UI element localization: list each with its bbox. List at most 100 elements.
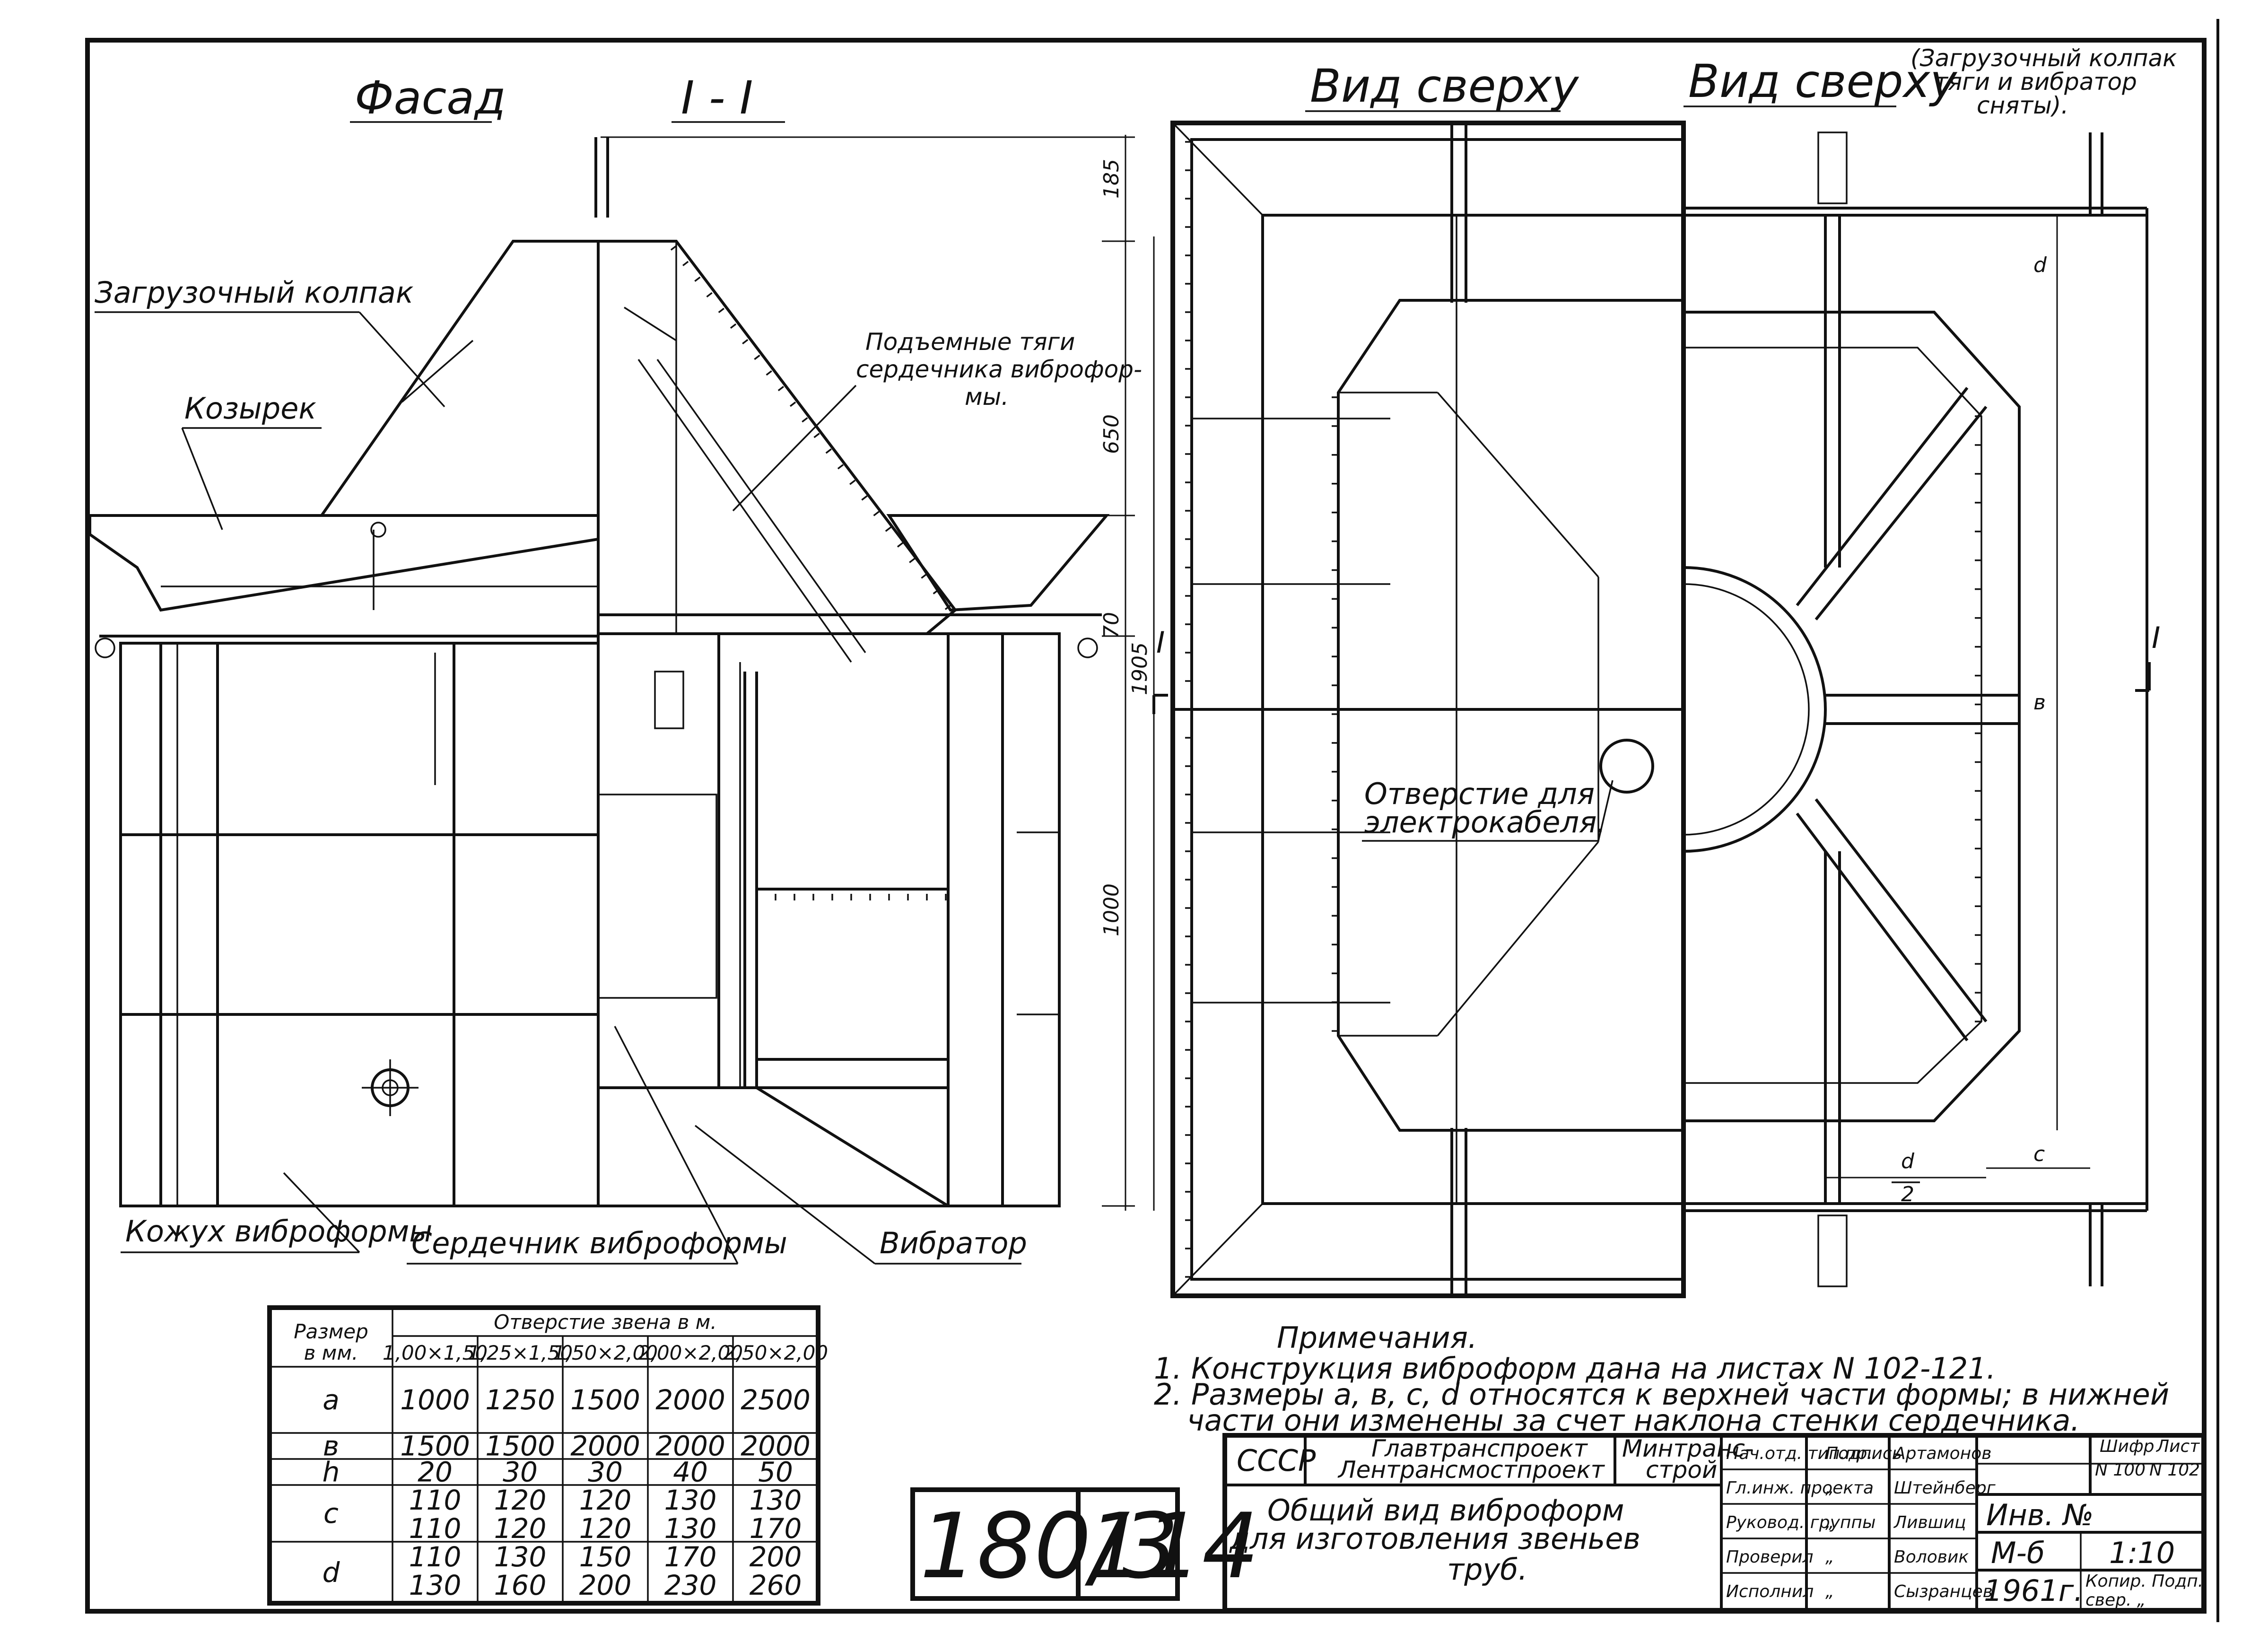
table-cell: 160 (494, 1569, 547, 1601)
table-column-header: 1,50×2,00 (553, 1341, 658, 1364)
table-cell: 2500 (741, 1384, 811, 1416)
weld-tick (944, 604, 951, 610)
notes: Примечания. 1. Конструкция виброформ дан… (1154, 1320, 2169, 1438)
weld-tick (718, 307, 724, 314)
table-cell: 20 (418, 1456, 453, 1488)
weld-tick (825, 448, 832, 454)
tb-org2: Лентрансмостпроект (1337, 1456, 1605, 1484)
weld-tick (885, 526, 891, 532)
callout-loading-cap: Загрузочный колпак (95, 275, 414, 310)
dim-70: 70 (1099, 612, 1124, 638)
dim-1000: 1000 (1099, 883, 1124, 936)
table-cell: 30 (503, 1456, 538, 1488)
tb-role: Нач.отд. тип.пр. (1726, 1444, 1873, 1463)
table-cell: 230 (664, 1569, 717, 1601)
weld-tick (742, 339, 749, 345)
section-core (597, 632, 950, 1207)
callout-lift-rods-3: мы. (965, 383, 1009, 410)
callout-lift-rods-2: сердечника виброфор- (856, 356, 1142, 383)
top-view-2-note-3: сняты). (1977, 92, 2068, 119)
callout-cable-hole-1: Отверстие для (1364, 777, 1595, 811)
notes-line-1: 1. Конструкция виброформ дана на листах … (1154, 1351, 1996, 1386)
tb-scale-value: 1:10 (2109, 1536, 2175, 1570)
weld-tick (670, 245, 677, 251)
facade-visor (88, 514, 600, 612)
facade-title: Фасад (355, 71, 506, 124)
stamp-number: 180/3 (920, 1494, 1179, 1598)
stamp-sheet: 114 (1088, 1494, 1259, 1598)
table-cell: 110 (409, 1484, 462, 1516)
tb-sign: „ (1825, 1547, 1834, 1567)
tb-scale-label: М-б (1991, 1536, 2045, 1570)
table-cell: 2000 (655, 1430, 725, 1462)
tb-role: Исполнил (1726, 1582, 1814, 1601)
table-group-header: Отверстие звена в м. (494, 1310, 716, 1334)
tb-name: Штейнберг (1894, 1478, 1996, 1498)
table-column-header: 1,00×1,50 (383, 1341, 488, 1364)
weld-tick (754, 354, 760, 360)
dim-650: 650 (1099, 414, 1124, 454)
tb-org1: Главтранспроект (1371, 1435, 1588, 1462)
table-cell: 130 (664, 1484, 717, 1516)
table-corner-header-unit: в мм. (304, 1341, 358, 1364)
table-row-label: a (323, 1384, 340, 1416)
tb-copy-value: свер. „ (2085, 1590, 2146, 1610)
tb-code-label: Шифр (2100, 1437, 2155, 1456)
table-column-header: 2,50×2,00 (723, 1341, 828, 1364)
table-cell: 1500 (570, 1384, 640, 1416)
tb-role: Проверил (1726, 1547, 1814, 1567)
weld-tick (933, 589, 939, 594)
tb-ministry-2: строй (1646, 1456, 1717, 1484)
tb-sign: „ (1825, 1513, 1834, 1532)
table-row-label: в (323, 1430, 339, 1462)
dim-c: c (2033, 1142, 2045, 1166)
table-row-label: d (323, 1556, 340, 1589)
top-view-core-outline (1337, 299, 1685, 1132)
table-cell: 110 (409, 1512, 462, 1545)
tb-code-value: N 100 (2095, 1460, 2146, 1480)
tb-sign: Подпись (1825, 1444, 1902, 1463)
table-cell: 130 (664, 1512, 717, 1545)
table-cell: 200 (579, 1569, 632, 1601)
table-cell: 30 (588, 1456, 623, 1488)
weld-tick (837, 464, 844, 470)
archive-stamp: 180/3 114 (910, 1487, 1259, 1601)
weld-tick (897, 542, 904, 548)
tb-name: Воловик (1894, 1547, 1969, 1567)
table-cell: 130 (409, 1569, 462, 1601)
top-view-2-note-2: тяги и вибратор (1934, 68, 2137, 96)
section-mark-right: I (2152, 620, 2160, 655)
table-cell: 2000 (655, 1384, 725, 1416)
tb-name: Лившиц (1893, 1513, 1966, 1532)
tb-sheet-value: N 102 (2149, 1460, 2200, 1480)
dim-d-vertical: d (2033, 253, 2047, 277)
weld-tick (873, 511, 880, 516)
tb-role: Руковод. группы (1726, 1513, 1875, 1532)
weld-tick (777, 386, 785, 392)
weld-marks (670, 141, 1981, 1278)
facade-casing (119, 642, 600, 1207)
top-view-2-inner-frame (1682, 311, 2021, 1122)
top-view-2-note-1: (Загрузочный колпак (1910, 44, 2177, 72)
dim-b-vertical: в (2033, 690, 2046, 715)
weld-tick (789, 402, 796, 407)
table-cell: 2000 (741, 1430, 811, 1462)
top-view-2-title: Вид сверху (1688, 55, 1957, 108)
weld-tick (921, 573, 927, 579)
table-cell: 110 (409, 1541, 462, 1573)
tb-inv: Инв. № (1986, 1498, 2094, 1532)
callout-visor: Козырек (184, 391, 316, 426)
table-column-header: 1,25×1,50 (468, 1341, 573, 1364)
tb-sign: „ (1825, 1478, 1834, 1498)
weld-tick (813, 433, 820, 438)
top-view-2-semicircle (1683, 566, 1827, 853)
table-cell: 170 (750, 1512, 802, 1545)
tb-title-1: Общий вид виброформ (1267, 1493, 1624, 1528)
table-row-label: c (323, 1497, 339, 1529)
table-cell: 50 (758, 1456, 793, 1488)
notes-line-2: 2. Размеры a, в, с, d относятся к верхне… (1154, 1377, 2169, 1412)
tb-name: Артамонов (1893, 1444, 1991, 1463)
tb-country: СССР (1237, 1443, 1316, 1478)
table-cell: 1500 (400, 1430, 470, 1462)
